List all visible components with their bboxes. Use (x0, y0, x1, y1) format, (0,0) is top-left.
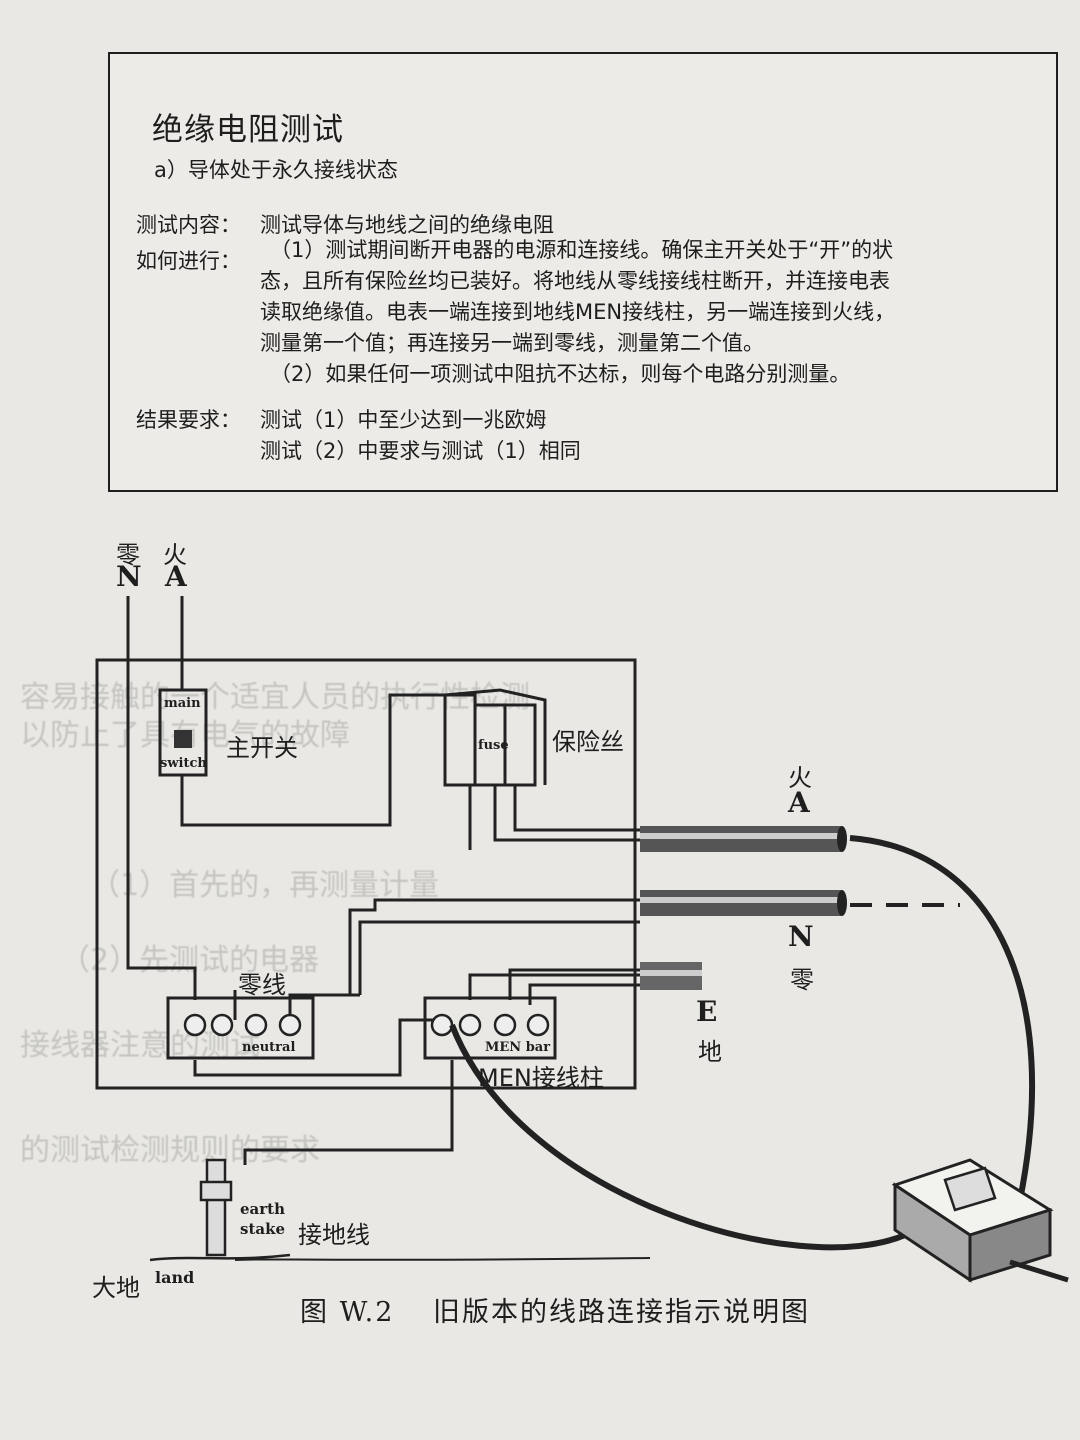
neutral-bar (166, 996, 315, 1060)
result-label: 结果要求： (136, 408, 241, 432)
earth-stake-text-1: earth (240, 1200, 285, 1218)
neutral-wire (348, 898, 640, 995)
box-subtitle: a）导体处于永久接线状态 (154, 158, 398, 182)
show-through-text: （1）首先的，再测量计量 (90, 868, 440, 903)
men-bar-cn: MEN接线柱 (478, 1064, 604, 1092)
earth-stake-text-2: stake (240, 1220, 286, 1238)
fuse-text: fuse (478, 738, 509, 753)
figure-caption: 图 W.2 旧版本的线路连接指示说明图 (300, 1290, 810, 1329)
how-label: 如何进行： (136, 249, 241, 273)
earth-cn: 地 (698, 1038, 722, 1066)
insulation-test-box: 绝缘电阻测试 a）导体处于永久接线状态 测试内容： 测试导体与地线之间的绝缘电阻… (108, 52, 1058, 492)
how-line-2: 态，且所有保险丝均已装好。将地线从零线接线柱断开，并连接电表 (260, 269, 890, 293)
how-line-5: （2）如果任何一项测试中阻抗不达标，则每个电路分别测量。 (270, 362, 851, 386)
active-cable (640, 826, 847, 852)
right-active-cn: 火 (788, 764, 812, 792)
switch-to-fuse-wire (180, 693, 445, 827)
insulation-meter (891, 1158, 1069, 1283)
men-bar (423, 996, 557, 1060)
switch-main-text: main (164, 696, 201, 711)
how-line-1: （1）测试期间断开电器的电源和连接线。确保主开关处于“开”的状 (270, 238, 894, 262)
caption-number: W.2 (339, 1297, 395, 1328)
right-neutral-letter: N (788, 920, 814, 953)
right-active-letter: A (788, 786, 810, 819)
ground-cn: 大地 (92, 1274, 140, 1302)
switch-label-text: switch (160, 756, 207, 771)
caption-prefix: 图 (300, 1297, 329, 1328)
earth-stake-wire (243, 1060, 454, 1165)
switch-toggle (174, 730, 192, 748)
how-line-4: 测量第一个值；再连接另一端到零线，测量第二个值。 (260, 331, 764, 355)
meter-lead-active (849, 835, 1036, 1201)
fuse-cn: 保险丝 (552, 728, 624, 756)
neutral-wire-cn: 零线 (238, 971, 286, 999)
neutral-cable (640, 890, 847, 916)
show-through-text: （2）先测试的电器 (60, 943, 320, 978)
how-line-3: 读取绝缘值。电表一端连接到地线MEN接线柱，另一端连接到火线， (260, 300, 896, 324)
test-content: 测试导体与地线之间的绝缘电阻 (260, 213, 554, 237)
active-cn: 火 (163, 541, 187, 569)
neutral-cn: 零 (116, 541, 140, 569)
main-switch-cn: 主开关 (226, 734, 298, 762)
result-line-2: 测试（2）中要求与测试（1）相同 (260, 439, 581, 463)
caption-text: 旧版本的线路连接指示说明图 (432, 1297, 810, 1328)
earth-stake (149, 1158, 651, 1262)
men-bar-text: MEN bar (485, 1040, 551, 1055)
meter-lead-earth (449, 1023, 907, 1251)
box-title: 绝缘电阻测试 (152, 112, 344, 148)
earth-cable (640, 962, 702, 990)
earth-letter: E (696, 995, 718, 1028)
result-line-1: 测试（1）中至少达到一兆欧姆 (260, 408, 547, 432)
switchboard-enclosure (95, 658, 637, 1090)
land-text: land (155, 1268, 195, 1287)
main-switch-body (158, 688, 208, 777)
active-letter: A (165, 560, 187, 593)
neutral-supply-wire (126, 596, 197, 1000)
right-neutral-cn: 零 (790, 966, 814, 994)
test-content-label: 测试内容： (136, 213, 241, 237)
neutral-letter: N (116, 560, 142, 593)
earth-wire-cn: 接地线 (298, 1221, 370, 1249)
neutral-bar-text: neutral (242, 1040, 296, 1055)
